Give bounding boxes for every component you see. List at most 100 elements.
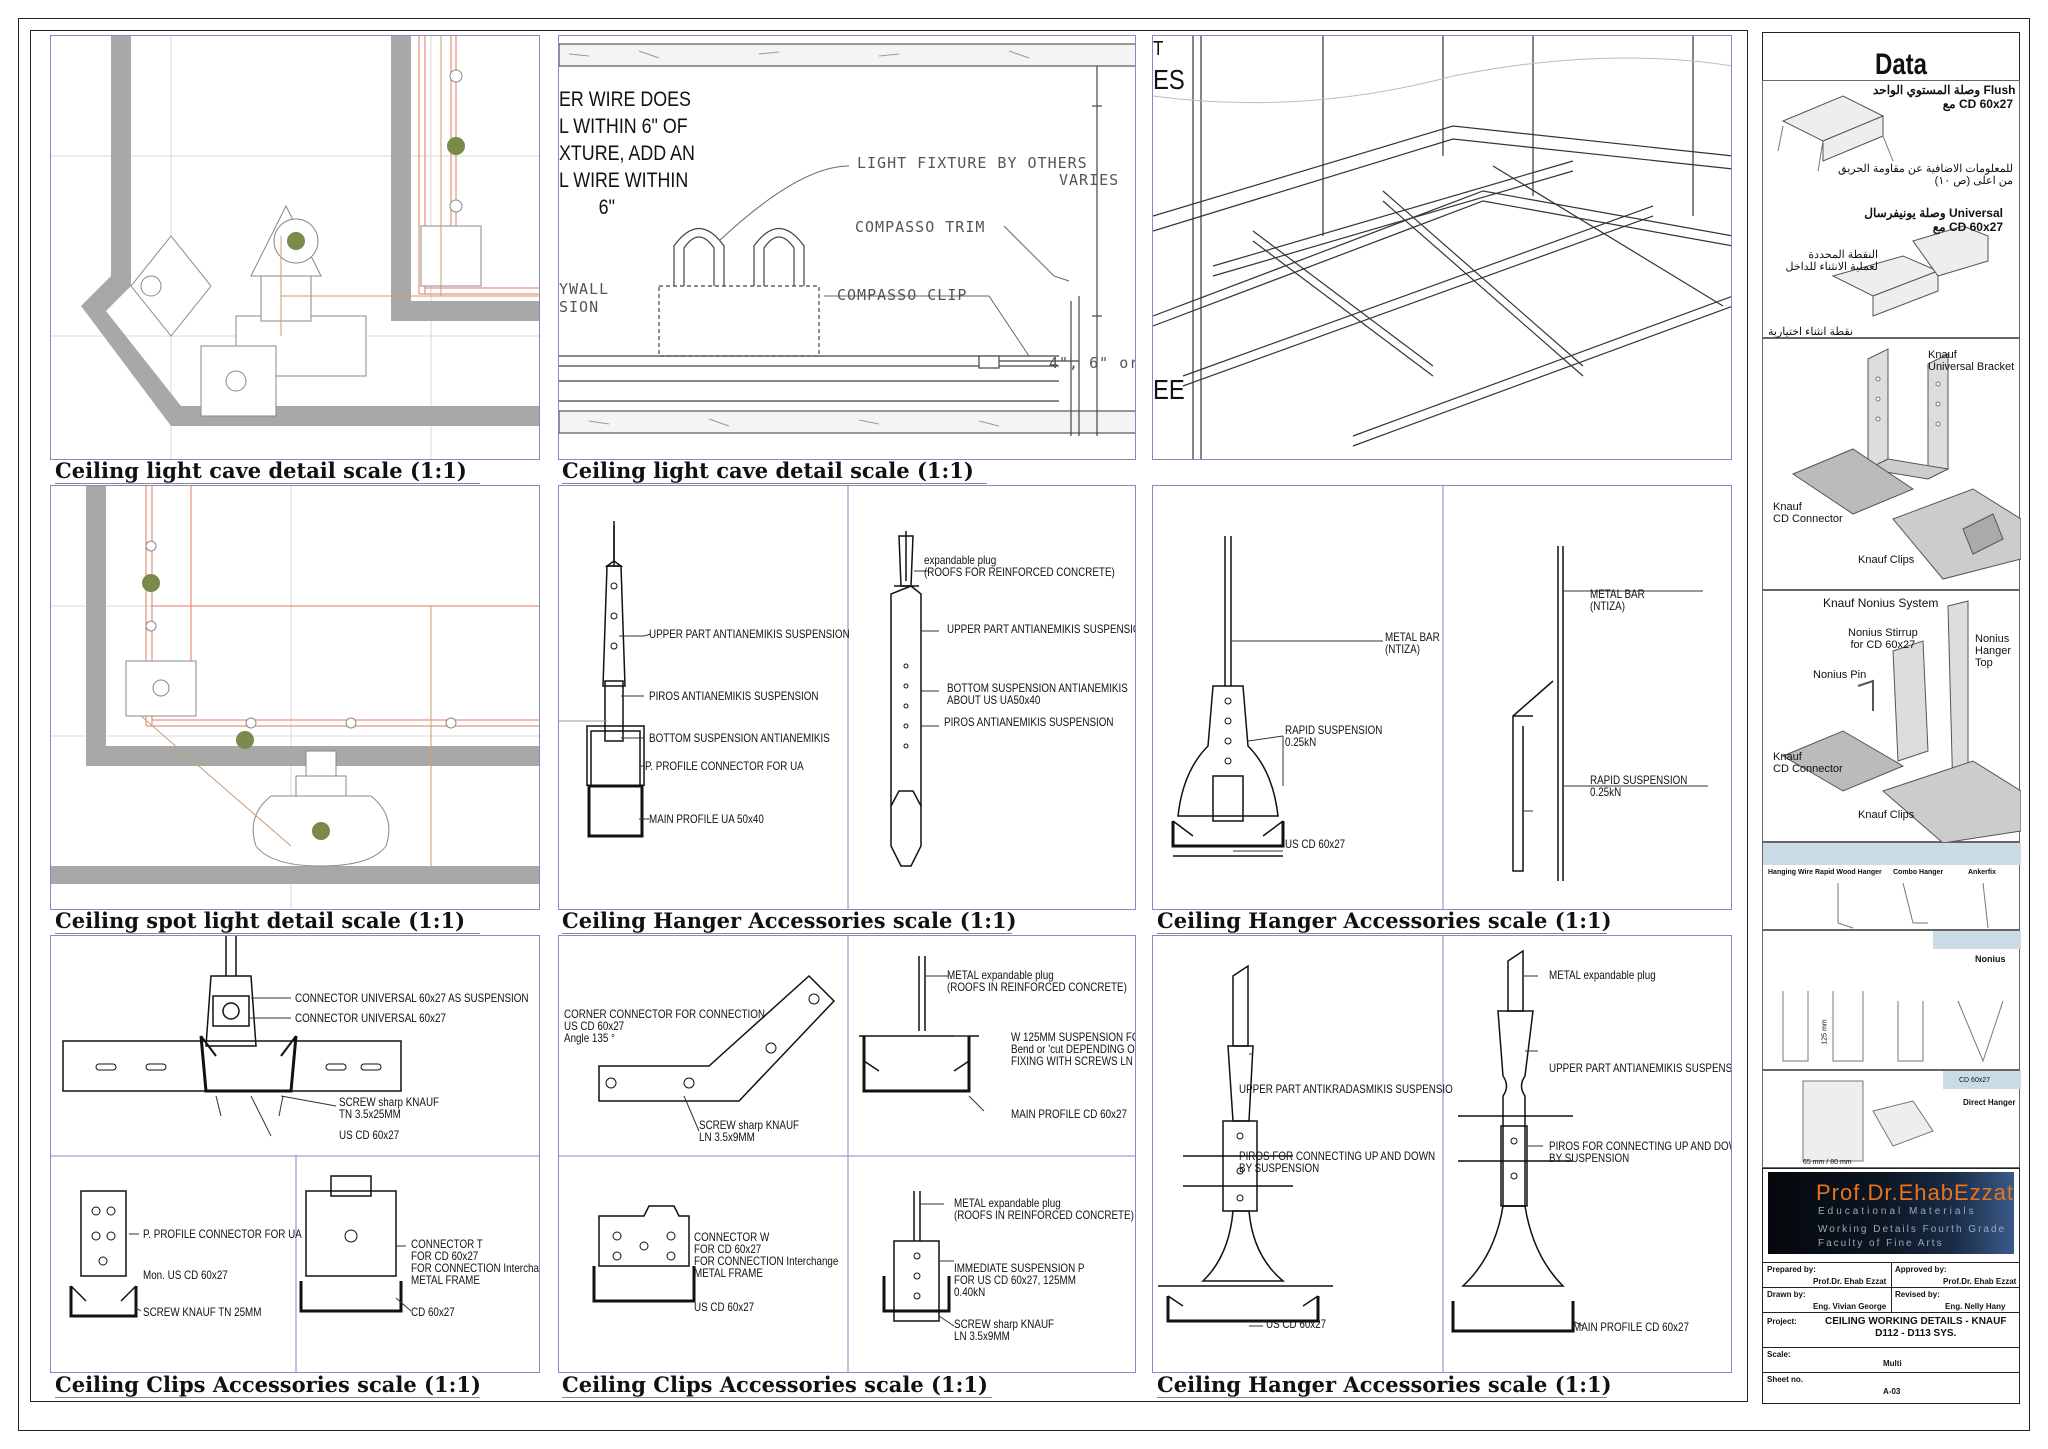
label-knauf-clips: Knauf Clips xyxy=(1858,554,1915,566)
panel-hanger-a: UPPER PART ANTIANEMIKIS SUSPENSION PIROS… xyxy=(558,485,1136,910)
label-piros-connecting: PIROS FOR CONNECTING UP AND DOWN BY SUSP… xyxy=(1239,1149,1436,1175)
sidebar-section-bracket: Knauf Universal Bracket Knauf CD Connect… xyxy=(1762,338,2022,590)
label-rapid-wood-hanger: Rapid Wood Hanger xyxy=(1815,869,1882,876)
label-125mm: 125 mm xyxy=(1821,1019,1829,1045)
isometric-grid-drawing xyxy=(1153,36,1731,459)
approved-by-value: Prof.Dr. Ehab Ezzat xyxy=(1943,1277,2017,1286)
caption-underline xyxy=(562,933,1012,934)
caption-underline xyxy=(55,483,480,484)
hanger-types-illustration xyxy=(1837,882,1989,929)
prepared-by-value: Prof.Dr. Ehab Ezzat xyxy=(1813,1277,1887,1286)
iso-ee-label: EE xyxy=(1153,374,1185,405)
hanger-b-drawing xyxy=(1171,486,1708,909)
caption-hanger-a: Ceiling Hanger Accessories scale (1:1) xyxy=(562,908,1017,933)
sidebar-section-hangers: Hanging Wire Rapid Wood Hanger Combo Han… xyxy=(1762,842,2021,930)
universal-note: النقطة المحددة لعملية الانثناء للداخل xyxy=(1785,249,1879,273)
label-profile-connector-ua: P. PROFILE CONNECTOR FOR UA xyxy=(143,1227,302,1241)
label-nonius-pin: Nonius Pin xyxy=(1813,669,1867,681)
logo-line-2: Faculty of Fine Arts xyxy=(1818,1238,1944,1249)
clips-b-drawing xyxy=(559,936,1135,1372)
label-piros-connecting-b: PIROS FOR CONNECTING UP AND DOW BY SUSPE… xyxy=(1549,1139,1731,1165)
drawn-by-value: Eng. Vivian George xyxy=(1813,1302,1887,1311)
label-combo-hanger: Combo Hanger xyxy=(1893,869,1944,876)
drawn-by-key: Drawn by: xyxy=(1767,1290,1806,1299)
label-us-cd: US CD 60x27 xyxy=(694,1300,755,1314)
label-nonius-system: Knauf Nonius System xyxy=(1823,596,1939,610)
label-main-profile-cd: MAIN PROFILE CD 60x27 xyxy=(1011,1107,1127,1121)
label-us-cd: US CD 60x27 xyxy=(1285,837,1346,851)
panel-hanger-b: METAL BAR (NTIZA) RAPID SUSPENSION 0.25k… xyxy=(1152,485,1732,910)
revised-by-value: Eng. Nelly Hany xyxy=(1945,1302,2006,1311)
label-nonius-hanger-top: Nonius Hanger Top xyxy=(1975,633,2012,669)
caption-underline xyxy=(55,1397,480,1398)
label-immediate-suspension: IMMEDIATE SUSPENSION P FOR US CD 60x27, … xyxy=(954,1261,1085,1299)
label-nonius-stirrup: Nonius Stirrup for CD 60x27 xyxy=(1848,627,1918,651)
label-upper-part-suspension: UPPER PART ANTIANEMIKIS SUSPENSION xyxy=(649,627,850,641)
label-us-cd: US CD 60x27 xyxy=(1266,1317,1327,1331)
panel-clips-b: CORNER CONNECTOR FOR CONNECTION US CD 60… xyxy=(558,935,1136,1373)
label-dimension: 65 mm / 80 mm xyxy=(1803,1159,1852,1166)
iso-t-label: T xyxy=(1153,38,1164,60)
wire-note: ER WIRE DOES L WITHIN 6" OF XTURE, ADD A… xyxy=(559,88,695,219)
label-cd-connector-2: Knauf CD Connector xyxy=(1773,751,1843,775)
label-main-profile-cd: MAIN PROFILE CD 60x27 xyxy=(1573,1320,1689,1334)
direct-hanger-illustration xyxy=(1802,1080,1934,1162)
spot-marker xyxy=(142,574,160,592)
caption-light-cave-plan: Ceiling light cave detail scale (1:1) xyxy=(55,458,467,483)
sheet-border xyxy=(18,18,2030,1431)
sheet-value: A-03 xyxy=(1883,1387,1901,1396)
label-metal-expandable-plug-b: METAL expandable plug (ROOFS IN REINFORC… xyxy=(954,1196,1134,1222)
logo-name: Prof.Dr.EhabEzzat xyxy=(1816,1180,2014,1205)
nonius-detail-illustration xyxy=(1782,991,2004,1063)
project-value: CEILING WORKING DETAILS - KNAUF D112 - D… xyxy=(1825,1316,2007,1339)
revised-by-key: Revised by: xyxy=(1895,1290,1940,1299)
label-metal-bar-b: METAL BAR (NTIZA) xyxy=(1590,587,1645,613)
flush-title: وصلة المستوي الواحد Flush مع CD 60x27 xyxy=(1873,83,2016,111)
dimension-label: 4", 6" or xyxy=(1049,354,1136,372)
light-point-marker xyxy=(447,137,465,155)
panel-light-cave-plan xyxy=(50,35,540,460)
label-corner-connector: CORNER CONNECTOR FOR CONNECTION US CD 60… xyxy=(564,1007,766,1045)
sheet-key: Sheet no. xyxy=(1767,1375,1804,1384)
label-universal-bracket: Knauf Universal Bracket xyxy=(1928,349,2015,373)
label-connector-w: CONNECTOR W FOR CD 60x27 FOR CONNECTION … xyxy=(694,1230,839,1280)
flush-note: للمعلومات الاضافية عن مقاومة الحريق من ا… xyxy=(1838,163,2013,187)
scale-key: Scale: xyxy=(1767,1350,1791,1359)
label-rapid-suspension: RAPID SUSPENSION 0.25kN xyxy=(1285,723,1383,749)
flush-connector-illustration xyxy=(1777,95,1989,317)
hanger-c-drawing xyxy=(1158,936,1584,1372)
label-mon-us-cd: Mon. US CD 60x27 xyxy=(143,1268,228,1282)
label-cd-connector: Knauf CD Connector xyxy=(1773,501,1843,525)
label-cd: CD 60x27 xyxy=(411,1305,455,1319)
label-connector-universal: CONNECTOR UNIVERSAL 60x27 xyxy=(295,1011,446,1025)
label-connector-universal-suspension: CONNECTOR UNIVERSAL 60x27 AS SUSPENSION xyxy=(295,991,529,1005)
clips-a-drawing xyxy=(51,936,539,1372)
label-us-cd: US CD 60x27 xyxy=(339,1128,400,1142)
varies-label: VARIES xyxy=(1059,171,1120,189)
sidebar-title: Data xyxy=(1875,48,1928,81)
light-fixture-label: LIGHT FIXTURE BY OTHERS xyxy=(857,154,1088,172)
label-rapid-suspension-b: RAPID SUSPENSION 0.25kN xyxy=(1590,773,1688,799)
label-bottom-suspension-b: BOTTOM SUSPENSION ANTIANEMIKIS ABOUT US … xyxy=(947,681,1128,707)
nonius-system-illustration xyxy=(1781,600,2022,844)
caption-underline xyxy=(562,483,987,484)
label-metal-expandable-plug: METAL expandable plug xyxy=(1549,968,1656,982)
label-upper-part-suspension-b: UPPER PART ANTIANEMIKIS SUSPENSION xyxy=(947,622,1136,636)
label-profile-connector-ua: P. PROFILE CONNECTOR FOR UA xyxy=(645,759,804,773)
label-main-profile-ua: MAIN PROFILE UA 50x40 xyxy=(649,812,764,826)
caption-underline xyxy=(1157,1397,1607,1398)
title-block: Prepared by: Prof.Dr. Ehab Ezzat Approve… xyxy=(1762,1168,2020,1404)
panel-clips-a: CONNECTOR UNIVERSAL 60x27 AS SUSPENSION … xyxy=(50,935,540,1373)
label-connector-t: CONNECTOR T FOR CD 60x27 FOR CONNECTION … xyxy=(411,1237,539,1287)
logo-subtitle: Educational Materials xyxy=(1818,1206,1977,1217)
sidebar-section-direct-hanger: CD 60x27 Direct Hanger 65 mm / 80 mm xyxy=(1762,1070,2021,1168)
label-screw-knauf: SCREW sharp KNAUF TN 3.5x25MM xyxy=(339,1095,440,1121)
caption-hanger-b: Ceiling Hanger Accessories scale (1:1) xyxy=(1157,908,1612,933)
label-hanging-wire: Hanging Wire xyxy=(1768,869,1814,876)
project-key: Project: xyxy=(1767,1317,1797,1326)
spot-marker xyxy=(236,731,254,749)
drywall-label: YWALL SION xyxy=(559,280,610,316)
light-point-marker xyxy=(287,232,305,250)
panel-light-cave-section: ER WIRE DOES L WITHIN 6" OF XTURE, ADD A… xyxy=(558,35,1136,460)
author-logo: Prof.Dr.EhabEzzat Educational Materials … xyxy=(1768,1172,2014,1254)
